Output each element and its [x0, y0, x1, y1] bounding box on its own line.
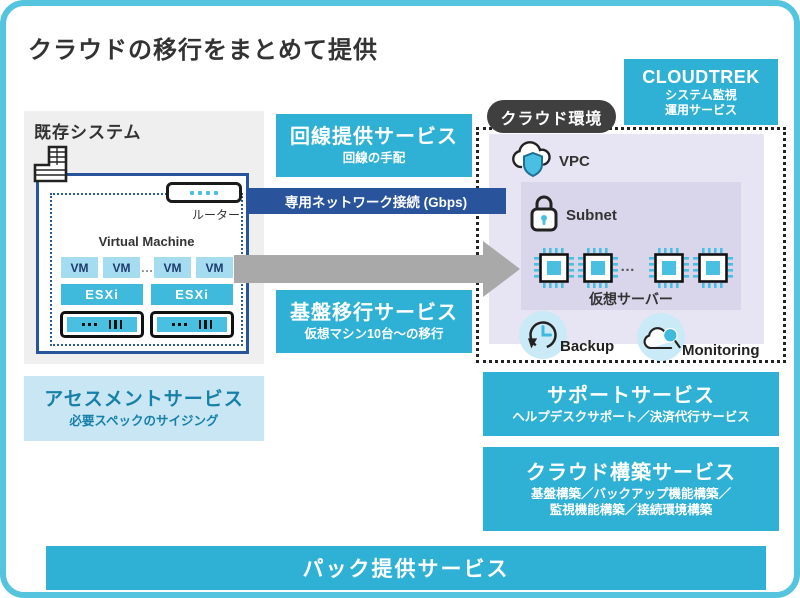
backup-restore-clock-icon [519, 311, 567, 359]
build-service-box: クラウド構築サービス 基盤構築／バックアップ機能構築／ 監視機能構築／接続環境構… [483, 447, 779, 531]
migration-service-title: 基盤移行サービス [290, 302, 458, 325]
vpc-shield-cloud-icon [506, 139, 558, 183]
cloudtrek-name: CLOUDTREK [642, 66, 760, 87]
esxi-box: ESXi [61, 284, 143, 305]
support-service-subtitle: ヘルプデスクサポート／決済代行サービス [512, 409, 750, 424]
monitoring-cloud-magnifier-icon [637, 313, 685, 361]
server-icon [60, 311, 144, 338]
vpc-label: VPC [559, 153, 590, 170]
cloudtrek-brand-box: CLOUDTREK システム監視 運用サービス [624, 59, 778, 125]
dedicated-network-bar: 専用ネットワーク接続 (Gbps) [246, 188, 506, 214]
pack-service-bar: パック提供サービス [46, 546, 766, 590]
vserver-label: 仮想サーバー [589, 291, 673, 307]
router-icon [166, 182, 242, 203]
build-service-subtitle-2: 監視機能構築／接続環境構築 [549, 503, 713, 517]
vm-box: VM [154, 257, 191, 278]
cloudtrek-subtitle-2: 運用サービス [664, 103, 737, 118]
migration-service-subtitle: 仮想マシン10台～の移行 [304, 327, 444, 342]
vm-box: VM [61, 257, 98, 278]
vm-box: VM [103, 257, 140, 278]
esxi-box: ESXi [151, 284, 233, 305]
server-led-dots-icon [81, 323, 97, 326]
line-service-subtitle: 回線の手配 [342, 151, 406, 166]
vcpu-chip-icon [693, 248, 733, 288]
subnet-label: Subnet [566, 207, 617, 224]
backup-label: Backup [560, 338, 615, 355]
monitoring-label: Monitoring [682, 342, 760, 359]
vm-ellipsis: … [140, 260, 154, 275]
building-icon [30, 141, 74, 187]
subnet-lock-icon [527, 192, 561, 234]
vserver-ellipsis: … [620, 258, 636, 275]
migration-arrow-head [483, 241, 520, 297]
server-led-dots-icon [171, 323, 187, 326]
page-title: クラウドの移行をまとめて提供 [28, 37, 378, 64]
support-service-box: サポートサービス ヘルプデスクサポート／決済代行サービス [483, 372, 779, 436]
virtual-machine-heading: Virtual Machine [98, 234, 195, 249]
server-slots-icon [198, 320, 213, 329]
server-icon [150, 311, 234, 338]
cloud-environment-pill: クラウド環境 [487, 100, 616, 133]
build-service-subtitle-1: 基盤構築／バックアップ機能構築／ [530, 486, 731, 501]
support-service-title: サポートサービス [547, 384, 715, 407]
router-label: ルーター [191, 208, 240, 222]
assessment-service-subtitle: 必要スペックのサイジング [69, 413, 219, 428]
existing-system-label: 既存システム [34, 123, 142, 142]
vcpu-chip-icon [649, 248, 689, 288]
vcpu-chip-icon [534, 248, 574, 288]
line-service-box: 回線提供サービス 回線の手配 [276, 114, 472, 177]
build-service-title: クラウド構築サービス [526, 461, 736, 484]
migration-service-box: 基盤移行サービス 仮想マシン10台～の移行 [276, 290, 472, 353]
vm-box: VM [196, 257, 233, 278]
server-slots-icon [108, 320, 123, 329]
cloudtrek-subtitle-1: システム監視 [665, 88, 737, 103]
subnet-box [521, 182, 741, 310]
vcpu-chip-icon [578, 248, 618, 288]
line-service-title: 回線提供サービス [290, 126, 458, 149]
assessment-service-title: アセスメントサービス [44, 389, 244, 411]
assessment-service-box: アセスメントサービス 必要スペックのサイジング [24, 376, 264, 441]
cloud-environment-dotted-box [476, 127, 786, 363]
migration-arrow-body [234, 255, 484, 283]
